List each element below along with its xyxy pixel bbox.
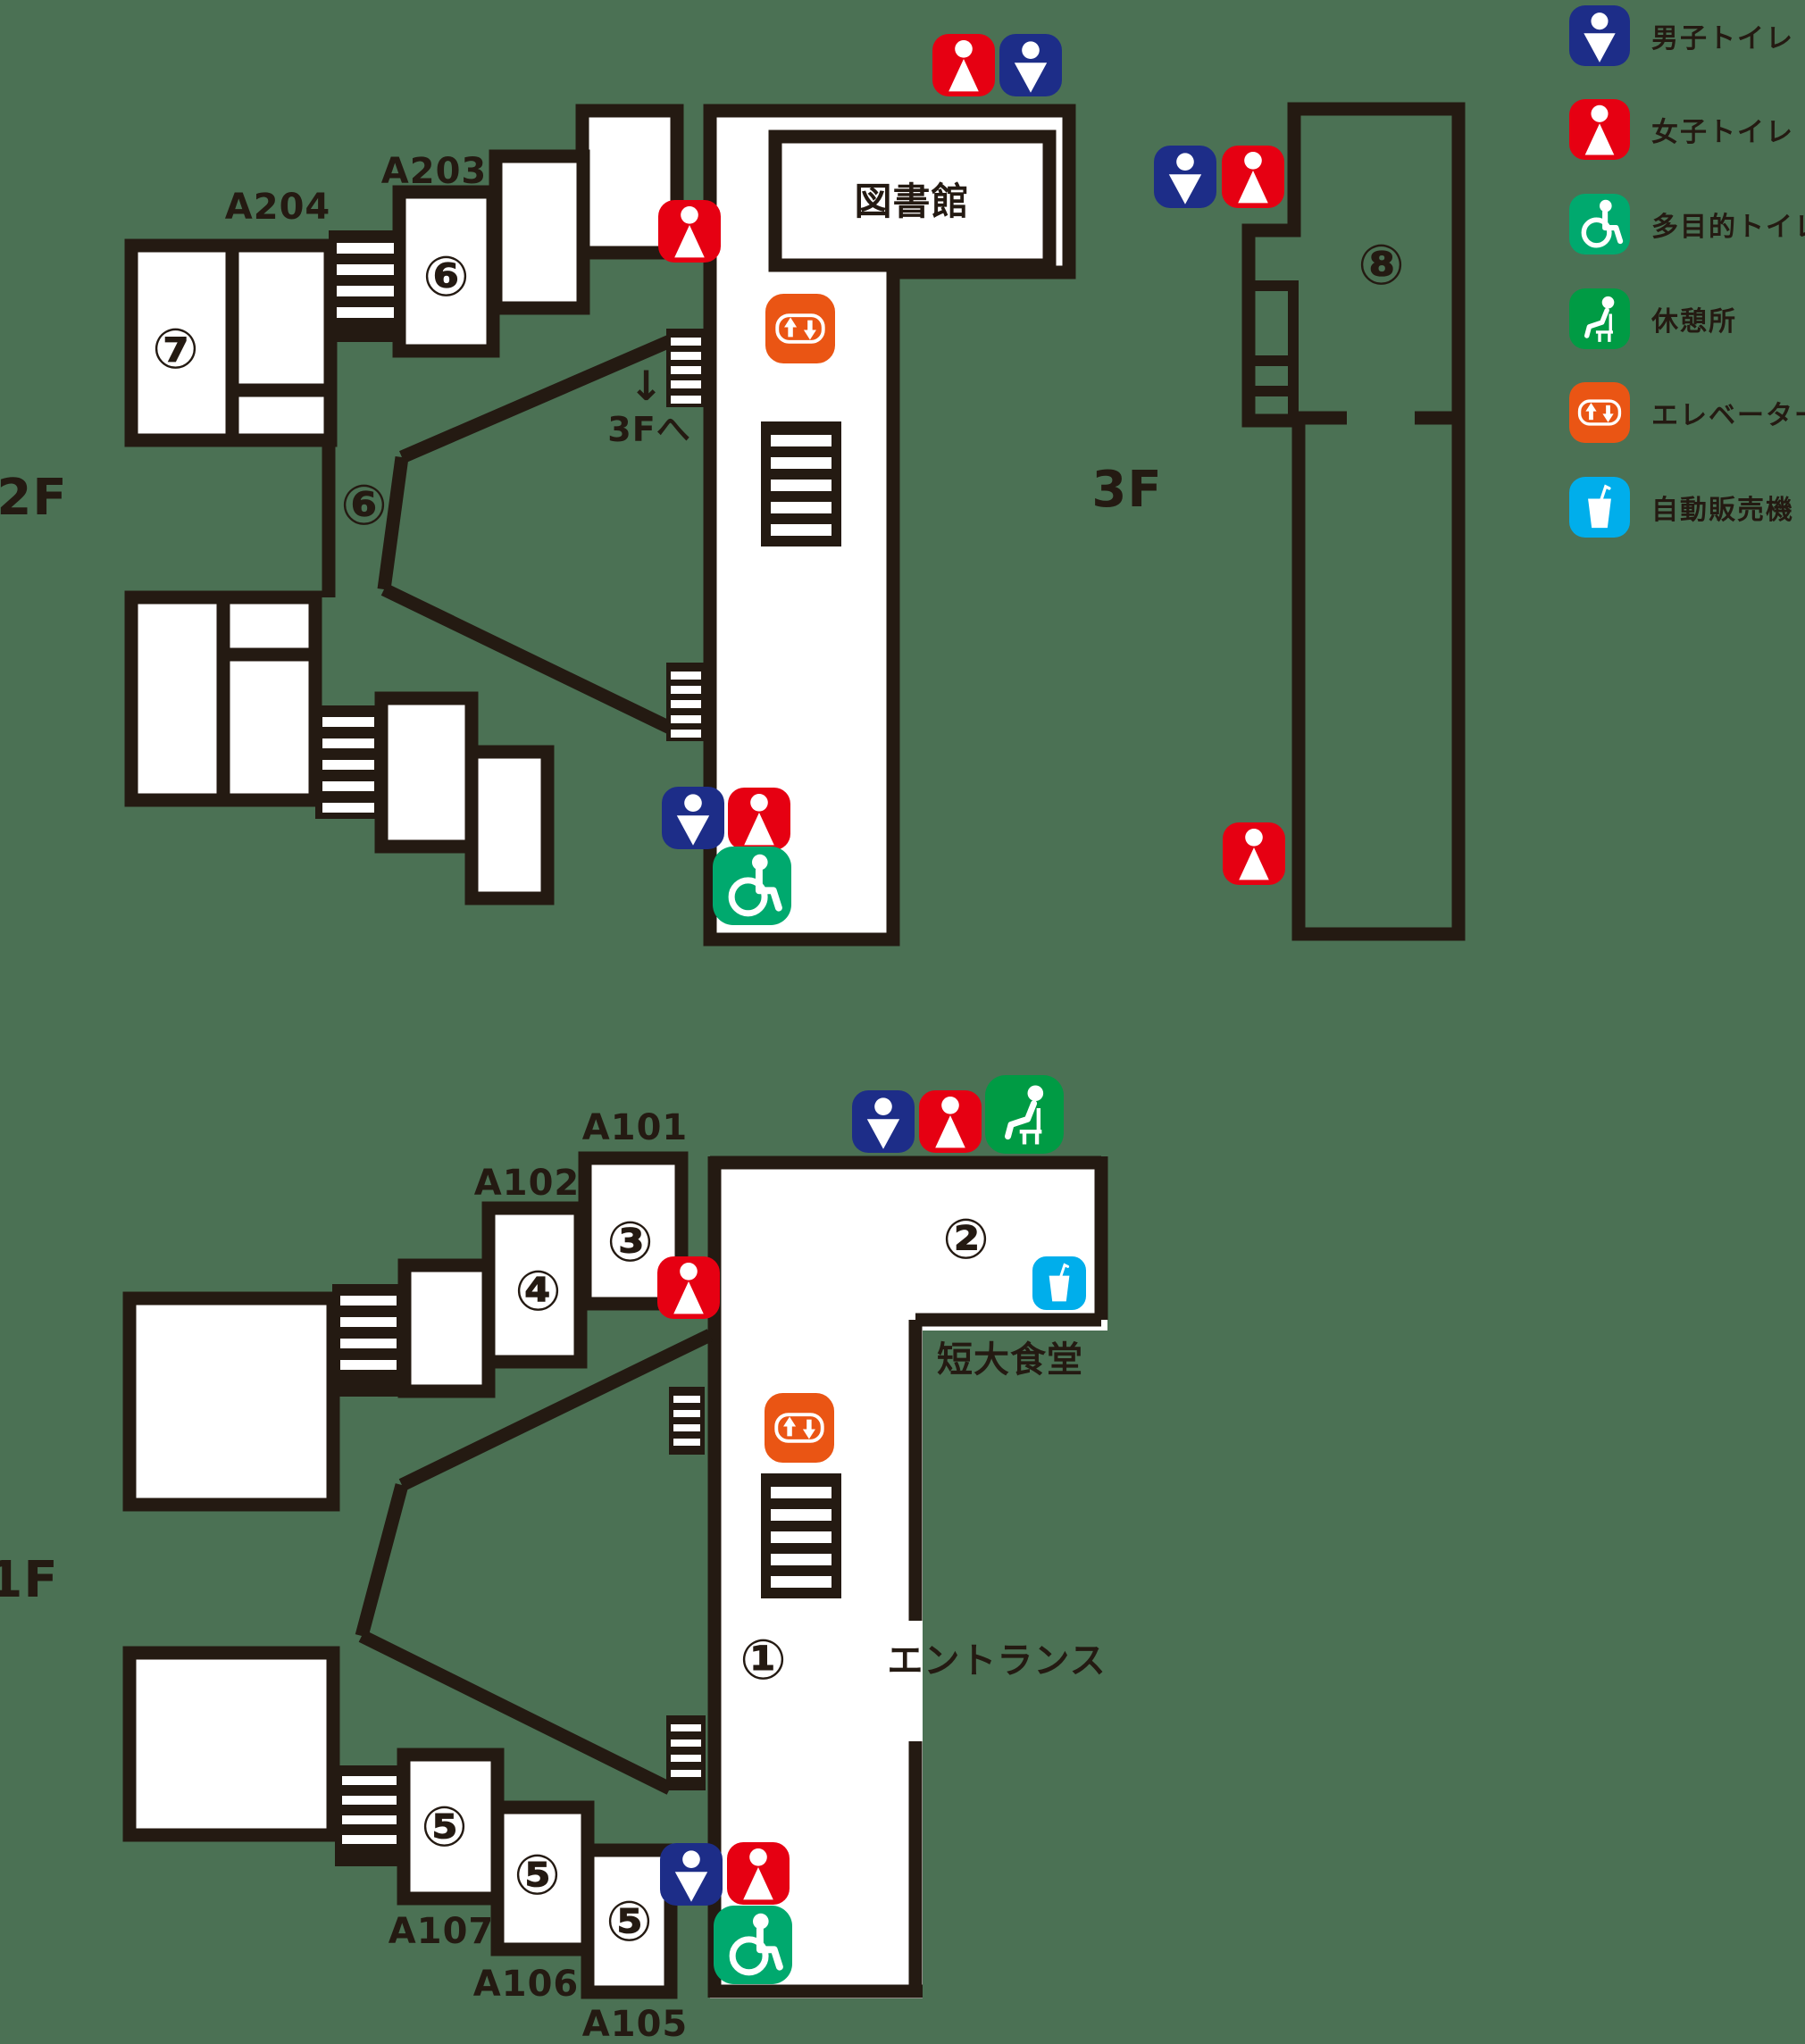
legend-men-toilet-icon xyxy=(1569,5,1630,66)
2f-men-toilet-bottom-icon xyxy=(662,787,724,849)
legend-accessible-toilet-icon xyxy=(1569,194,1630,254)
stairs-1f-wall-upper xyxy=(669,1387,705,1455)
2f-women-toilet-bottom-icon xyxy=(728,788,790,850)
floor-3f-shapes xyxy=(1241,102,1466,941)
legend-rest-area-icon xyxy=(1569,288,1630,349)
3f-women-toilet-top-icon xyxy=(1222,146,1284,208)
floor-label-2f: 2F xyxy=(0,469,68,527)
stairs-arrow-down: ↓ xyxy=(629,362,664,410)
room-number-6-mid: ⑥ xyxy=(340,472,389,538)
legend-vending-machine-icon xyxy=(1569,477,1630,538)
staircase-1f-corridor xyxy=(761,1473,841,1598)
room-number-1: ① xyxy=(740,1627,788,1692)
staircase-2f-corridor xyxy=(761,421,841,546)
legend-men-toilet-label: 男子トイレ xyxy=(1651,23,1794,54)
room-number-2: ② xyxy=(942,1206,990,1272)
1f-women-toilet-bottom-icon xyxy=(727,1842,790,1905)
legend-rest-area-label: 休憩所 xyxy=(1651,306,1737,338)
library-label: 図書館 xyxy=(854,179,970,223)
stairs-1f-upper-block xyxy=(332,1284,405,1397)
room-number-3: ③ xyxy=(606,1209,655,1274)
room-label-a105: A105 xyxy=(581,2004,689,2044)
stairs-2f-wall-lower xyxy=(666,663,706,741)
room-number-5-a106: ⑤ xyxy=(514,1842,562,1907)
2f-accessible-toilet-icon xyxy=(713,847,791,925)
room-number-5-a107: ⑤ xyxy=(421,1794,469,1859)
floor-1f-shapes xyxy=(122,1151,1108,1999)
legend-elevator-label: エレベーター xyxy=(1651,400,1805,431)
room-label-a204: A204 xyxy=(224,187,331,228)
stairs-2f-a204 xyxy=(329,230,402,342)
1f-men-toilet-bottom-icon xyxy=(660,1843,723,1906)
legend-vending-machine-label: 自動販売機 xyxy=(1651,495,1794,526)
room-number-7: ⑦ xyxy=(152,316,200,381)
room-label-a106: A106 xyxy=(472,1964,580,2005)
stairs-to-3f-label: 3Fへ xyxy=(607,410,691,449)
2f-men-toilet-top-icon xyxy=(999,34,1062,96)
floor-label-1f: 1F xyxy=(0,1551,59,1609)
room-number-8: ⑧ xyxy=(1358,232,1406,297)
legend-women-toilet-icon xyxy=(1569,99,1630,160)
3f-women-toilet-bottom-icon xyxy=(1223,822,1285,885)
legend-women-toilet-label: 女子トイレ xyxy=(1651,117,1794,148)
room-label-a102: A102 xyxy=(473,1163,581,1204)
room-number-6-a203: ⑥ xyxy=(422,244,471,309)
1f-accessible-toilet-icon xyxy=(714,1906,792,1984)
1f-women-toilet-mid-icon xyxy=(657,1256,720,1319)
room-label-a107: A107 xyxy=(388,1911,495,1952)
entrance-label: エントランス xyxy=(887,1640,1107,1681)
1f-rest-area-icon xyxy=(985,1075,1064,1154)
floor-2f-shapes xyxy=(124,104,1076,947)
legend-accessible-toilet-label: 多目的トイレ xyxy=(1651,212,1805,243)
2f-elevator-icon xyxy=(765,294,835,363)
room-label-a203: A203 xyxy=(380,151,488,192)
room-number-4: ④ xyxy=(514,1258,563,1323)
cafeteria-label: 短大食堂 xyxy=(937,1339,1083,1381)
1f-women-toilet-top-icon xyxy=(919,1090,982,1153)
stairs-2f-wall-upper xyxy=(666,329,706,407)
room-label-a101: A101 xyxy=(581,1107,689,1148)
floor-label-3f: 3F xyxy=(1091,461,1163,519)
1f-men-toilet-top-icon xyxy=(852,1090,915,1153)
room-number-5-a105: ⑤ xyxy=(606,1889,654,1954)
stairs-1f-wall-lower xyxy=(666,1715,706,1790)
2f-women-toilet-mid-icon xyxy=(658,200,721,263)
3f-men-toilet-icon xyxy=(1154,146,1216,208)
stairs-1f-lower-block xyxy=(335,1765,404,1866)
legend-elevator-icon xyxy=(1569,382,1630,443)
1f-elevator-icon xyxy=(765,1393,834,1463)
1f-vending-machine-icon xyxy=(1032,1256,1086,1310)
stairs-2f-lower-block xyxy=(315,705,381,819)
2f-women-toilet-top-icon xyxy=(932,34,995,96)
